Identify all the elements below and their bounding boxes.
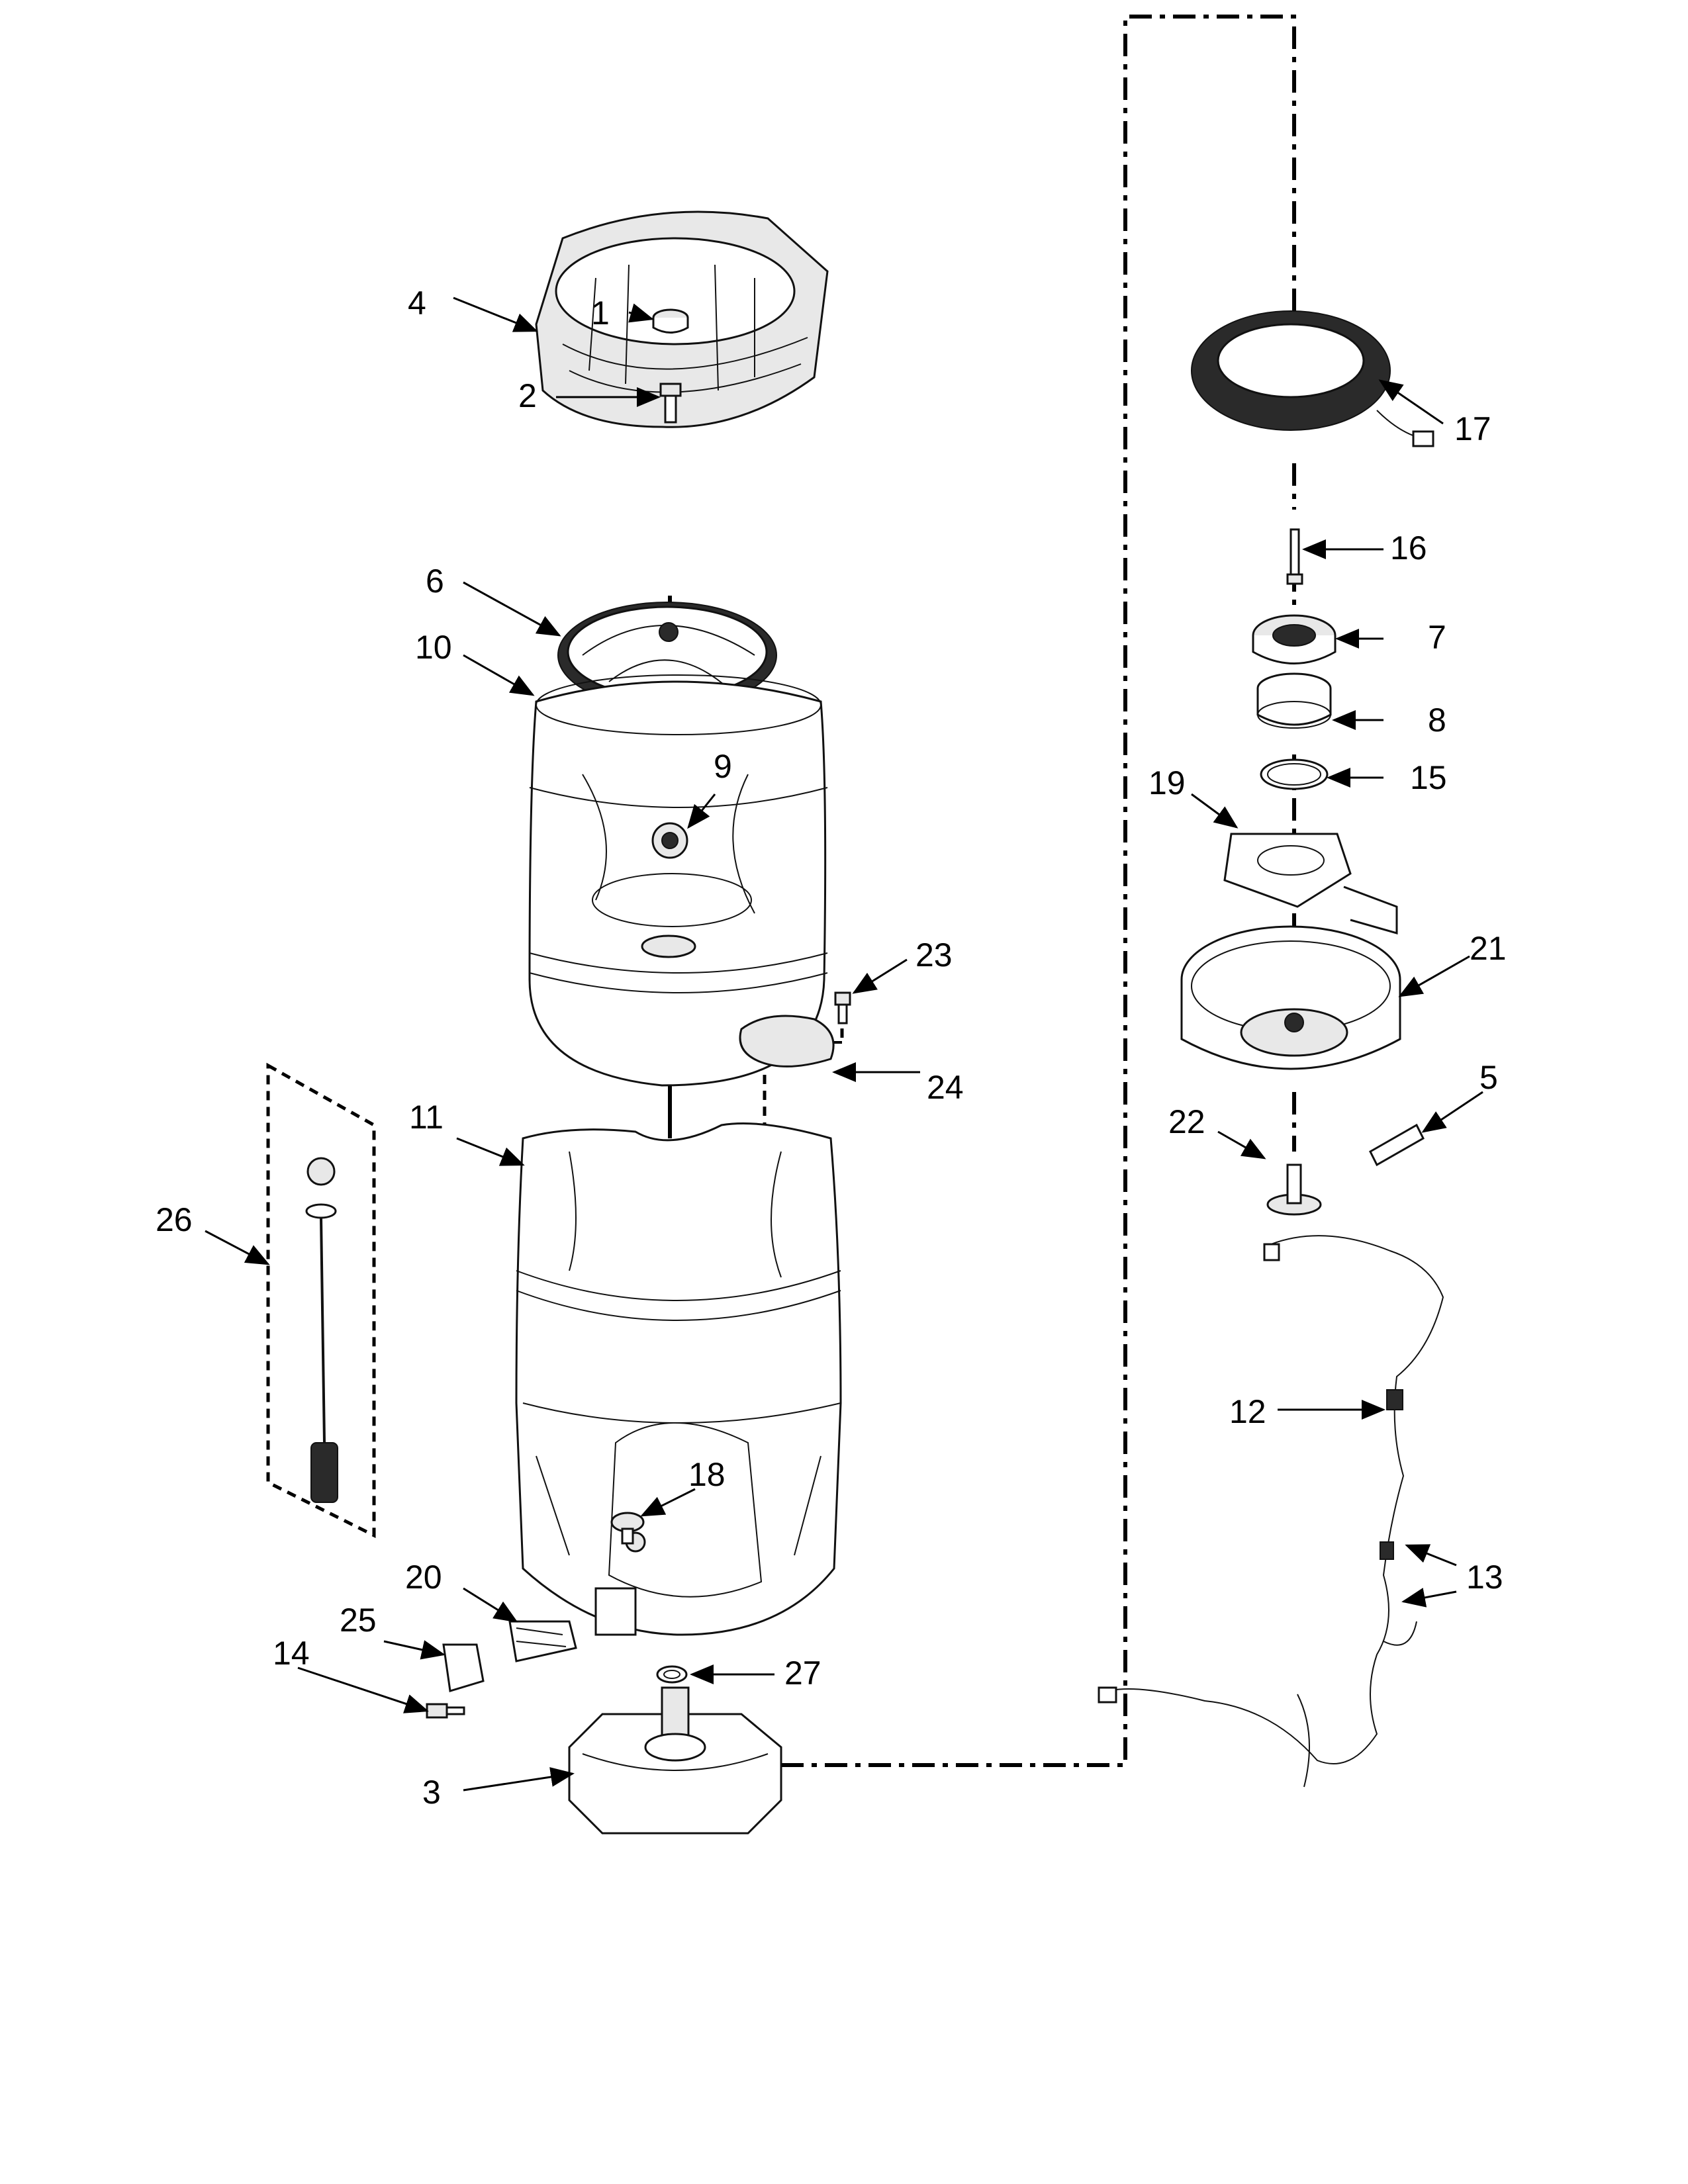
- callout-25: 25: [340, 1602, 377, 1639]
- part-12-wire-harness: [1098, 1235, 1444, 1788]
- callout-7: 7: [1428, 619, 1446, 656]
- part-25-clip: [442, 1643, 485, 1692]
- part-19-bracket: [1223, 833, 1398, 934]
- part-11-outer-tub: [515, 1122, 842, 1636]
- callout-4: 4: [408, 285, 426, 322]
- part-22-hub-bolt: [1266, 1163, 1322, 1216]
- part-26-suspension-rod: [266, 1062, 376, 1539]
- callout-10: 10: [415, 629, 452, 666]
- callout-1: 1: [591, 295, 610, 332]
- part-5-clip: [1369, 1123, 1425, 1167]
- part-24-cover: [739, 1015, 835, 1068]
- callout-12: 12: [1229, 1393, 1266, 1430]
- part-15-ring: [1260, 758, 1329, 790]
- callout-26: 26: [156, 1201, 193, 1238]
- callout-22: 22: [1168, 1103, 1205, 1140]
- part-2-bolt: [659, 383, 682, 424]
- part-18-fitting: [610, 1512, 645, 1545]
- callout-15: 15: [1410, 759, 1447, 796]
- part-20-bracket: [508, 1587, 637, 1662]
- part-23-screw: [834, 991, 851, 1024]
- part-27-o-ring: [656, 1665, 688, 1684]
- part-1-cap: [652, 308, 689, 334]
- callout-17: 17: [1454, 410, 1491, 447]
- part-17-stator: [1191, 310, 1434, 447]
- callout-23: 23: [915, 936, 953, 974]
- part-14-screw: [426, 1703, 465, 1719]
- callout-13: 13: [1466, 1559, 1503, 1596]
- callout-19: 19: [1149, 764, 1186, 801]
- callout-6: 6: [426, 563, 444, 600]
- part-6-impeller-plate: [557, 602, 777, 709]
- callout-2: 2: [518, 377, 537, 414]
- part-3-base-plate: [568, 1686, 782, 1835]
- part-16-bolt: [1286, 528, 1303, 585]
- callout-18: 18: [688, 1456, 726, 1493]
- callout-5: 5: [1479, 1059, 1498, 1096]
- callout-8: 8: [1428, 702, 1446, 739]
- callout-20: 20: [405, 1559, 442, 1596]
- callout-24: 24: [927, 1069, 964, 1106]
- part-21-rotor: [1180, 925, 1401, 1070]
- callout-11: 11: [409, 1099, 444, 1136]
- callout-27: 27: [784, 1655, 821, 1692]
- callout-21: 21: [1470, 930, 1507, 967]
- callout-14: 14: [273, 1635, 310, 1672]
- part-8-seal: [1256, 672, 1332, 729]
- callout-16: 16: [1390, 529, 1427, 567]
- part-7-bearing: [1252, 614, 1336, 664]
- callout-9: 9: [714, 748, 732, 785]
- leader-lines: [205, 296, 1483, 1792]
- callout-3: 3: [422, 1774, 441, 1811]
- callout-labels: 4 1 2 6 10 9 23 24 11 26 18 20 25 14 27 …: [156, 285, 1507, 1811]
